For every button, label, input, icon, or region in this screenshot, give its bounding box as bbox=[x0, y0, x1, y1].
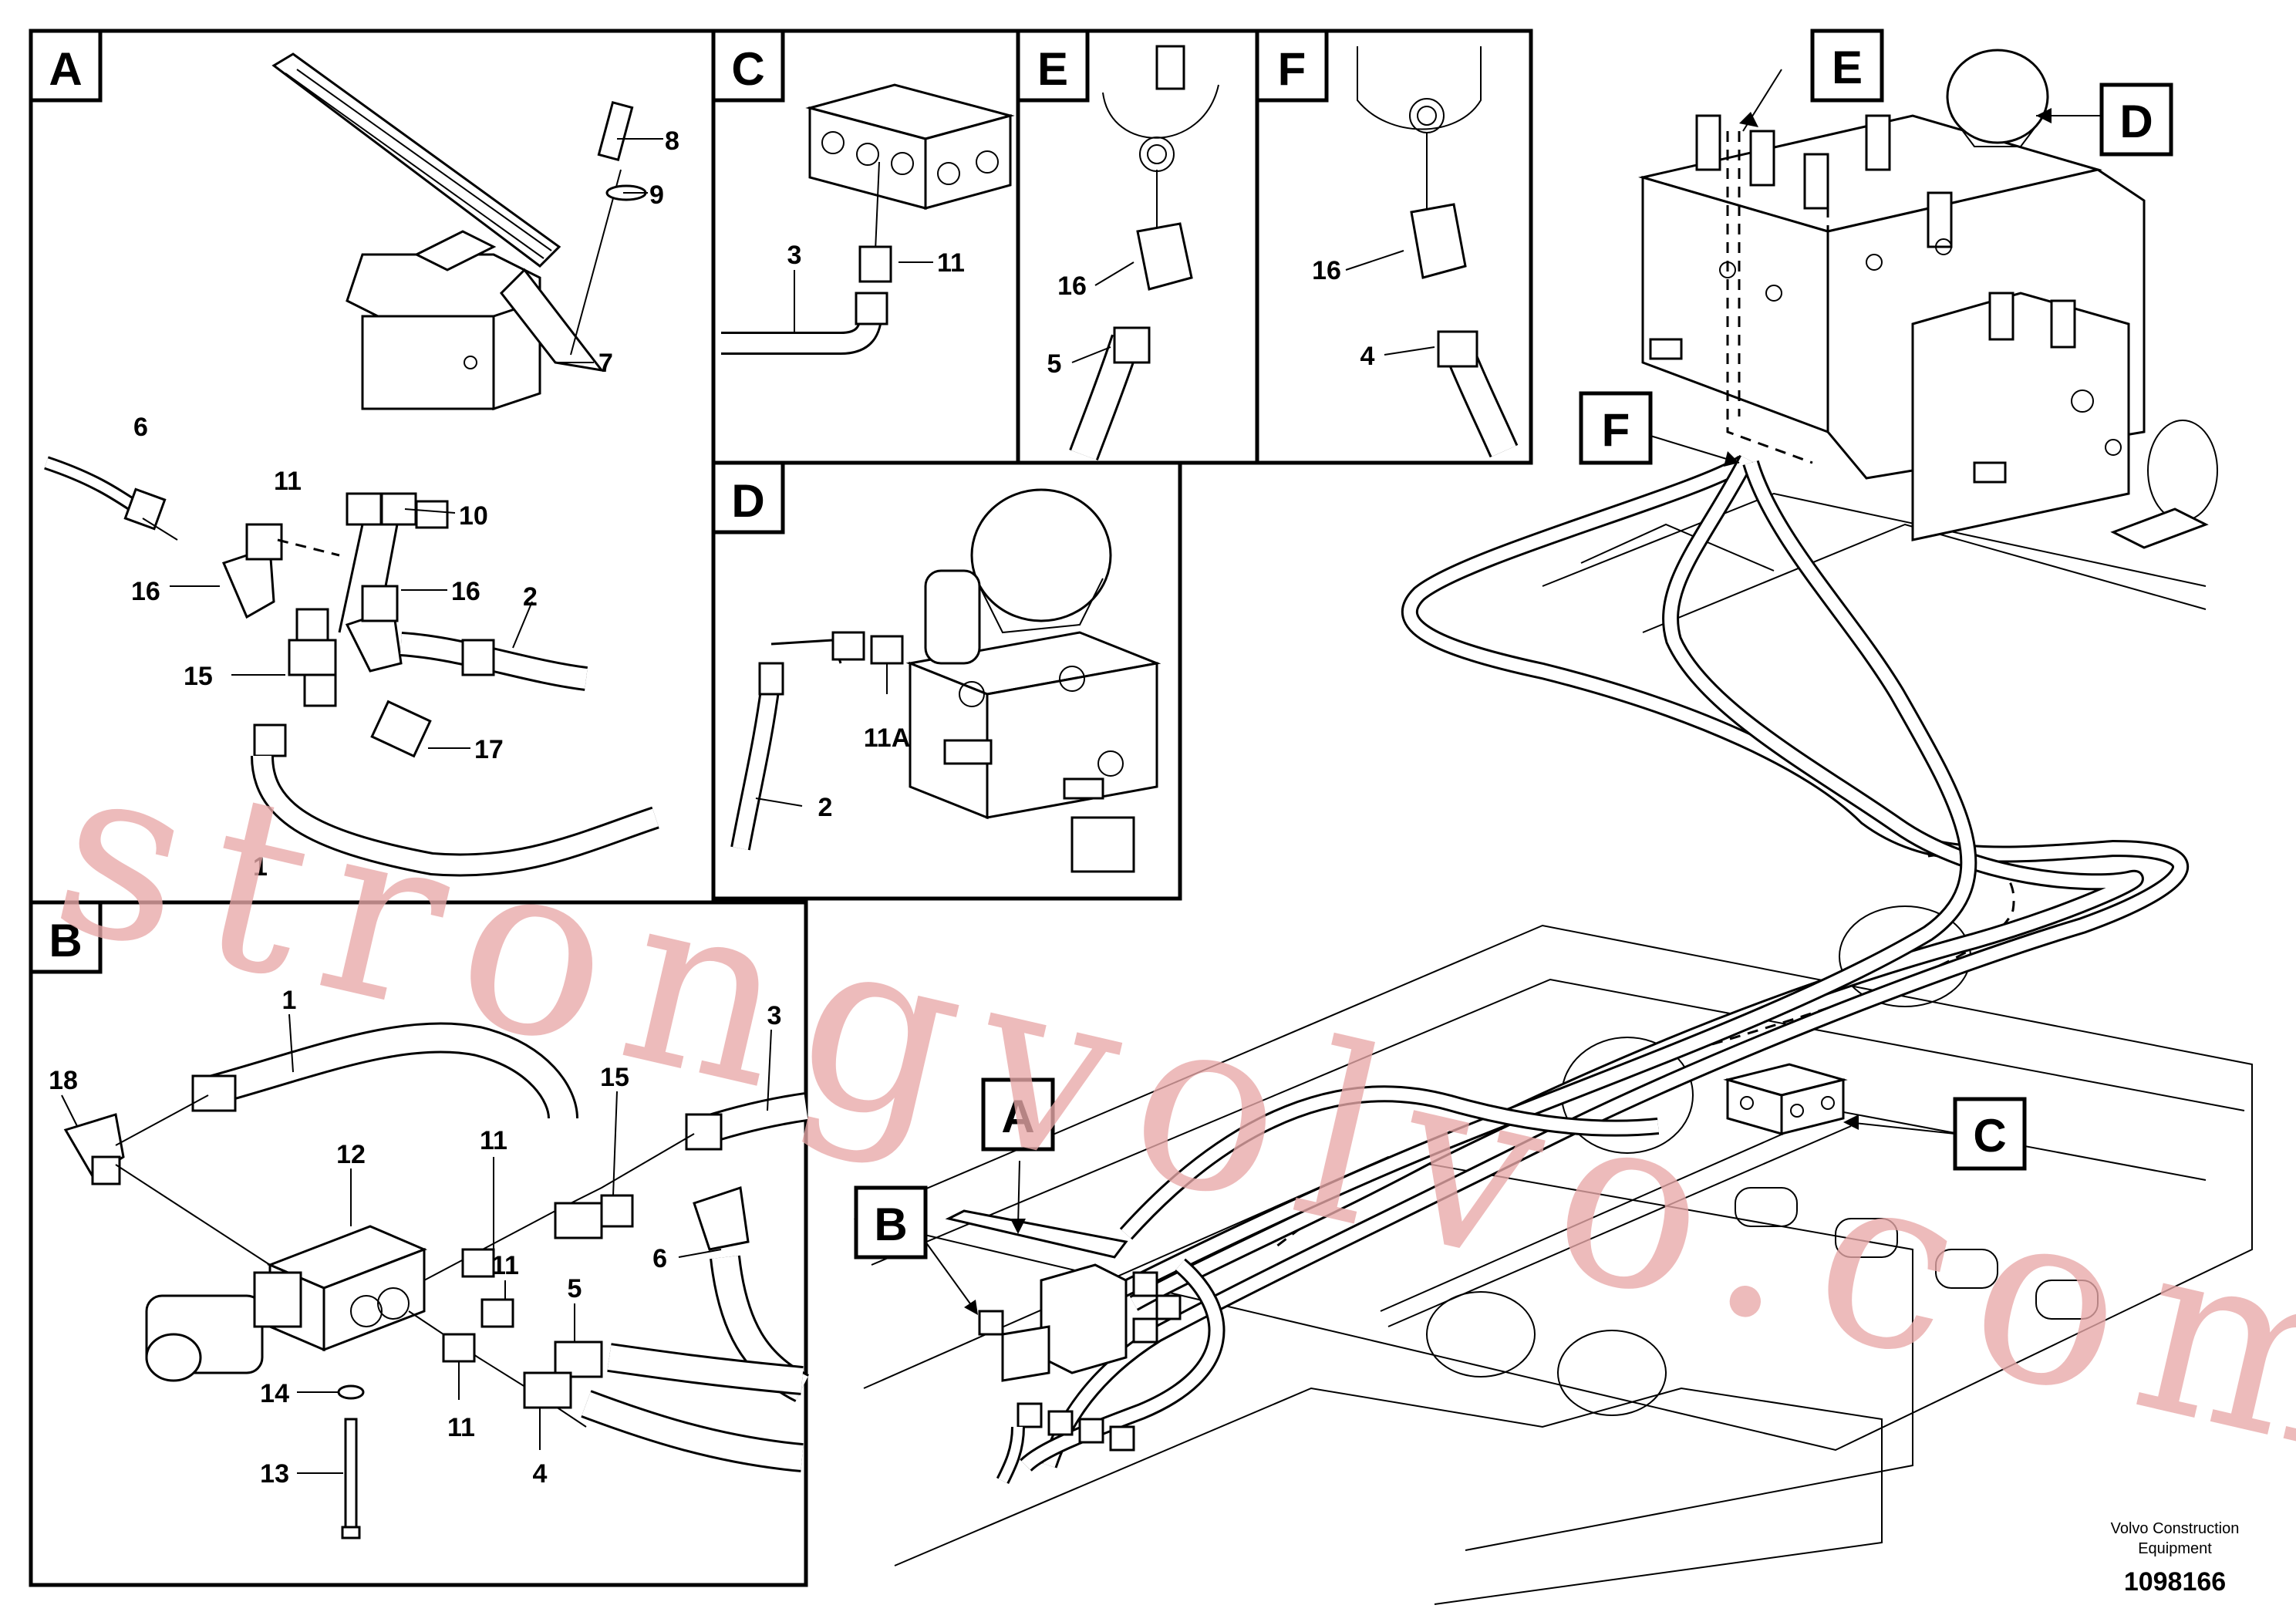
callout-c: C bbox=[1973, 1110, 2006, 1162]
accumulator-valve bbox=[905, 488, 1161, 873]
label-b-14: 14 bbox=[260, 1379, 289, 1408]
label-c-11: 11 bbox=[937, 248, 965, 278]
label-d-2: 2 bbox=[818, 793, 833, 822]
label-b-12: 12 bbox=[336, 1140, 366, 1169]
drawing-number: 1098166 bbox=[2124, 1567, 2226, 1597]
cap-17 bbox=[370, 700, 432, 758]
elbow-18 bbox=[63, 1113, 125, 1185]
panel-d: D 11A 2 bbox=[711, 460, 1182, 901]
footer-credit: Volvo Construction Equipment 1098166 bbox=[2111, 1520, 2240, 1597]
label-b-5: 5 bbox=[568, 1274, 582, 1303]
label-e-16: 16 bbox=[1057, 271, 1087, 301]
tee-15-panel-b bbox=[554, 1194, 634, 1239]
label-b-4: 4 bbox=[533, 1459, 548, 1489]
label-b-13: 13 bbox=[260, 1459, 289, 1489]
panel-c: C 11 3 bbox=[711, 29, 1020, 465]
distribution-block-main bbox=[1723, 1063, 1848, 1135]
brand-line-2: Equipment bbox=[2138, 1540, 2212, 1557]
fitting-11-b bbox=[480, 1298, 514, 1328]
label-b-6: 6 bbox=[652, 1244, 667, 1273]
upper-frame bbox=[853, 420, 2253, 1605]
fitting-11a bbox=[870, 635, 904, 665]
elbow-16-right bbox=[345, 585, 403, 673]
label-f-4: 4 bbox=[1360, 342, 1375, 371]
brand-line-1: Volvo Construction bbox=[2111, 1520, 2240, 1537]
hose-6 bbox=[44, 456, 167, 531]
hose-2-panel-a bbox=[400, 632, 588, 691]
label-a-1: 1 bbox=[253, 852, 268, 882]
panel-e: E 16 5 bbox=[1016, 29, 1259, 465]
label-c-3: 3 bbox=[787, 241, 802, 270]
adapter-16-panel-f bbox=[1410, 203, 1467, 279]
pedal-main bbox=[945, 1209, 1182, 1485]
fittings-11-10 bbox=[338, 492, 449, 633]
label-a-17: 17 bbox=[474, 735, 504, 764]
callout-e: E bbox=[1832, 42, 1863, 93]
hose-1-panel-b bbox=[191, 1022, 578, 1120]
callout-d: D bbox=[2119, 96, 2153, 147]
panel-c-letter: C bbox=[731, 43, 764, 95]
adapter-16-panel-e bbox=[1136, 222, 1193, 291]
panel-f: F 16 4 bbox=[1255, 29, 1533, 465]
panel-d-letter: D bbox=[731, 475, 764, 527]
hose-1-panel-a bbox=[251, 755, 659, 877]
foot-pedal bbox=[271, 52, 605, 411]
screw-8 bbox=[570, 100, 647, 356]
callout-a: A bbox=[1001, 1091, 1034, 1142]
label-a-6: 6 bbox=[133, 413, 148, 442]
label-b-1: 1 bbox=[282, 986, 297, 1015]
label-b-11-a: 11 bbox=[480, 1126, 507, 1155]
panel-e-letter: E bbox=[1037, 43, 1068, 95]
label-a-16-left: 16 bbox=[131, 577, 160, 606]
label-d-11a: 11A bbox=[864, 723, 911, 753]
label-a-8: 8 bbox=[665, 126, 679, 156]
fitting-11-panel-c bbox=[858, 245, 892, 283]
control-valve-block bbox=[1638, 49, 2209, 549]
panel-a: A bbox=[29, 29, 716, 905]
label-f-16: 16 bbox=[1312, 256, 1341, 285]
label-a-15: 15 bbox=[184, 662, 213, 691]
callout-b: B bbox=[874, 1199, 907, 1250]
panel-f-letter: F bbox=[1278, 43, 1306, 95]
fitting-11-a bbox=[461, 1248, 495, 1278]
panel-b-letter: B bbox=[49, 915, 82, 966]
elbow-16-left bbox=[221, 523, 340, 619]
label-a-9: 9 bbox=[649, 180, 664, 210]
label-b-11-b: 11 bbox=[491, 1251, 519, 1280]
panel-b: B bbox=[29, 900, 810, 1587]
label-e-5: 5 bbox=[1047, 349, 1062, 379]
label-a-10: 10 bbox=[459, 501, 488, 531]
distribution-block bbox=[805, 83, 1015, 210]
label-b-3: 3 bbox=[767, 1001, 782, 1030]
main-assembly-view: E D F A B C bbox=[853, 29, 2253, 1605]
bolt-13-washer-14 bbox=[337, 1384, 365, 1539]
main-hoses bbox=[1020, 454, 2189, 1472]
label-b-18: 18 bbox=[49, 1066, 78, 1095]
label-b-15: 15 bbox=[600, 1063, 629, 1092]
hose-3-panel-b bbox=[685, 1092, 808, 1151]
callout-f: F bbox=[1602, 404, 1630, 456]
label-a-2: 2 bbox=[523, 582, 538, 612]
label-a-7: 7 bbox=[598, 349, 613, 378]
label-a-16-right: 16 bbox=[451, 577, 480, 606]
adapters-5-4 bbox=[523, 1340, 804, 1472]
solenoid-valve-12 bbox=[145, 1225, 427, 1382]
tee-15 bbox=[253, 608, 337, 757]
label-a-11: 11 bbox=[274, 467, 302, 496]
panel-a-letter: A bbox=[49, 43, 82, 95]
fitting-11-c bbox=[442, 1333, 476, 1363]
label-b-11-c: 11 bbox=[447, 1413, 475, 1442]
